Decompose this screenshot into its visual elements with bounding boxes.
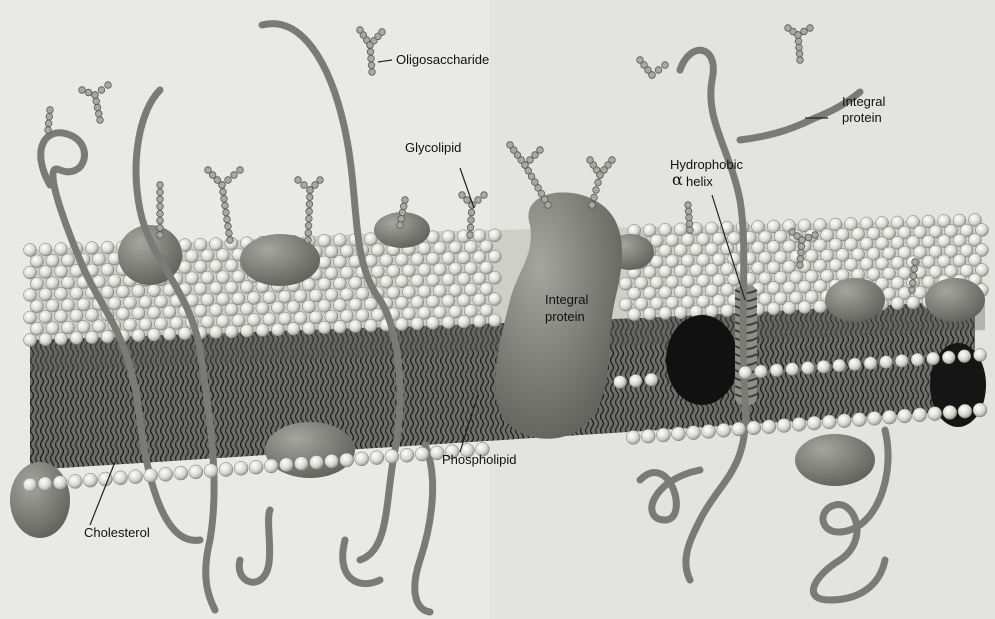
label-helix: helix <box>686 174 713 190</box>
label-integral-protein-right-2: protein <box>842 110 882 126</box>
peripheral-protein <box>265 422 355 478</box>
peripheral-protein <box>925 278 985 322</box>
peripheral-protein <box>825 278 885 322</box>
label-oligosaccharide: Oligosaccharide <box>396 52 489 68</box>
label-phospholipid: Phospholipid <box>442 452 516 468</box>
label-integral-protein-right-1: Integral <box>842 94 885 110</box>
label-alpha-symbol: α <box>672 172 683 188</box>
channel-protein <box>666 315 738 405</box>
label-integral-protein-center-1: Integral <box>545 292 588 308</box>
peripheral-protein <box>795 434 875 486</box>
label-integral-protein-center-2: protein <box>545 309 585 325</box>
label-glycolipid: Glycolipid <box>405 140 461 156</box>
peripheral-protein <box>10 462 70 538</box>
label-cholesterol: Cholesterol <box>84 525 150 541</box>
